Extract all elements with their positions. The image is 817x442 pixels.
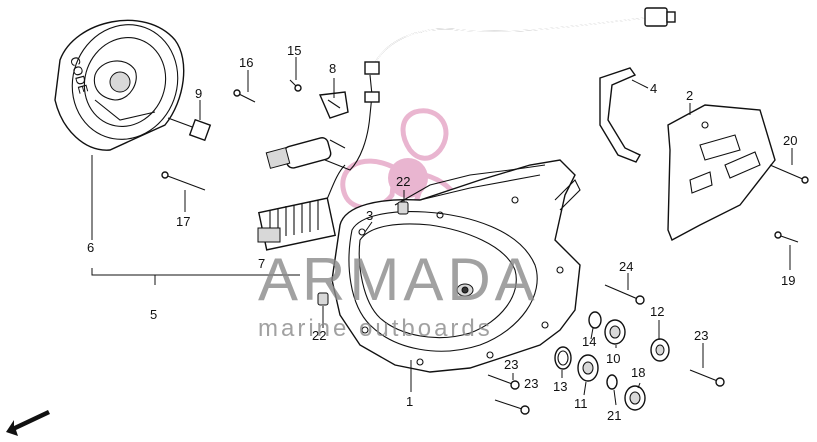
bolt-16 <box>233 89 256 103</box>
callout-19: 19 <box>781 273 795 288</box>
callout-15: 15 <box>287 43 301 58</box>
callout-23-upper: 23 <box>504 357 518 372</box>
callout-20: 20 <box>783 133 797 148</box>
callout-16: 16 <box>239 55 253 70</box>
callout-numbers: 1 2 3 4 5 6 7 8 9 10 11 12 13 14 15 16 1… <box>87 43 797 423</box>
wiring-harness <box>321 7 676 211</box>
callout-21: 21 <box>607 408 621 423</box>
wire-clamp <box>318 91 349 119</box>
cap-12 <box>650 338 670 362</box>
bolt-19 <box>774 231 799 243</box>
callout-9: 9 <box>195 86 202 101</box>
callout-8: 8 <box>329 61 336 76</box>
callout-18: 18 <box>631 365 645 380</box>
watermark: ARMADA marine outboards <box>258 246 539 342</box>
stator-coil <box>257 197 337 251</box>
callout-13: 13 <box>553 379 567 394</box>
oil-seal-14 <box>588 311 602 329</box>
dowel-pin-lower <box>317 292 329 306</box>
callout-23-right: 23 <box>694 328 708 343</box>
cap-10 <box>604 319 626 345</box>
callout-17: 17 <box>176 214 190 229</box>
sprocket-cover <box>667 104 776 241</box>
callout-24: 24 <box>619 259 633 274</box>
crankcase-cover <box>331 159 581 373</box>
cable-guide-bracket <box>599 67 641 163</box>
bolt-24 <box>604 284 645 305</box>
callout-7: 7 <box>258 256 265 271</box>
screw-15 <box>289 79 302 92</box>
o-ring-13 <box>554 346 572 370</box>
callout-23-lower: 23 <box>524 376 538 391</box>
flywheel-rotor: CODE <box>54 19 185 151</box>
callout-10: 10 <box>606 351 620 366</box>
bolt-17 <box>161 171 206 191</box>
bolt-23-upper <box>487 374 520 390</box>
callout-6: 6 <box>87 240 94 255</box>
callout-4: 4 <box>650 81 657 96</box>
callout-22-lower: 22 <box>312 328 326 343</box>
forward-direction-marker: FWD <box>6 410 50 436</box>
bolt-9 <box>167 117 212 142</box>
plug-18 <box>624 385 646 411</box>
watermark-brand: ARMADA <box>258 246 539 313</box>
callout-1: 1 <box>406 394 413 409</box>
leader-lines <box>91 57 793 406</box>
cap-11 <box>577 354 599 382</box>
callout-2: 2 <box>686 88 693 103</box>
pulse-generator <box>265 137 346 169</box>
cover-bolt-holes <box>358 196 564 366</box>
bolt-23-lower <box>494 399 530 415</box>
callout-5: 5 <box>150 307 157 322</box>
fwd-label: FWD <box>21 417 44 435</box>
o-ring-21 <box>606 374 618 390</box>
callout-11: 11 <box>574 396 588 411</box>
callout-12: 12 <box>650 304 664 319</box>
dowel-pin-upper <box>397 201 409 215</box>
watermark-tagline: marine outboards <box>258 315 493 342</box>
callout-3: 3 <box>366 208 373 223</box>
callout-14: 14 <box>582 334 596 349</box>
callout-22-upper: 22 <box>396 174 410 189</box>
bolt-23-right <box>689 369 725 387</box>
bolt-20 <box>769 164 809 184</box>
